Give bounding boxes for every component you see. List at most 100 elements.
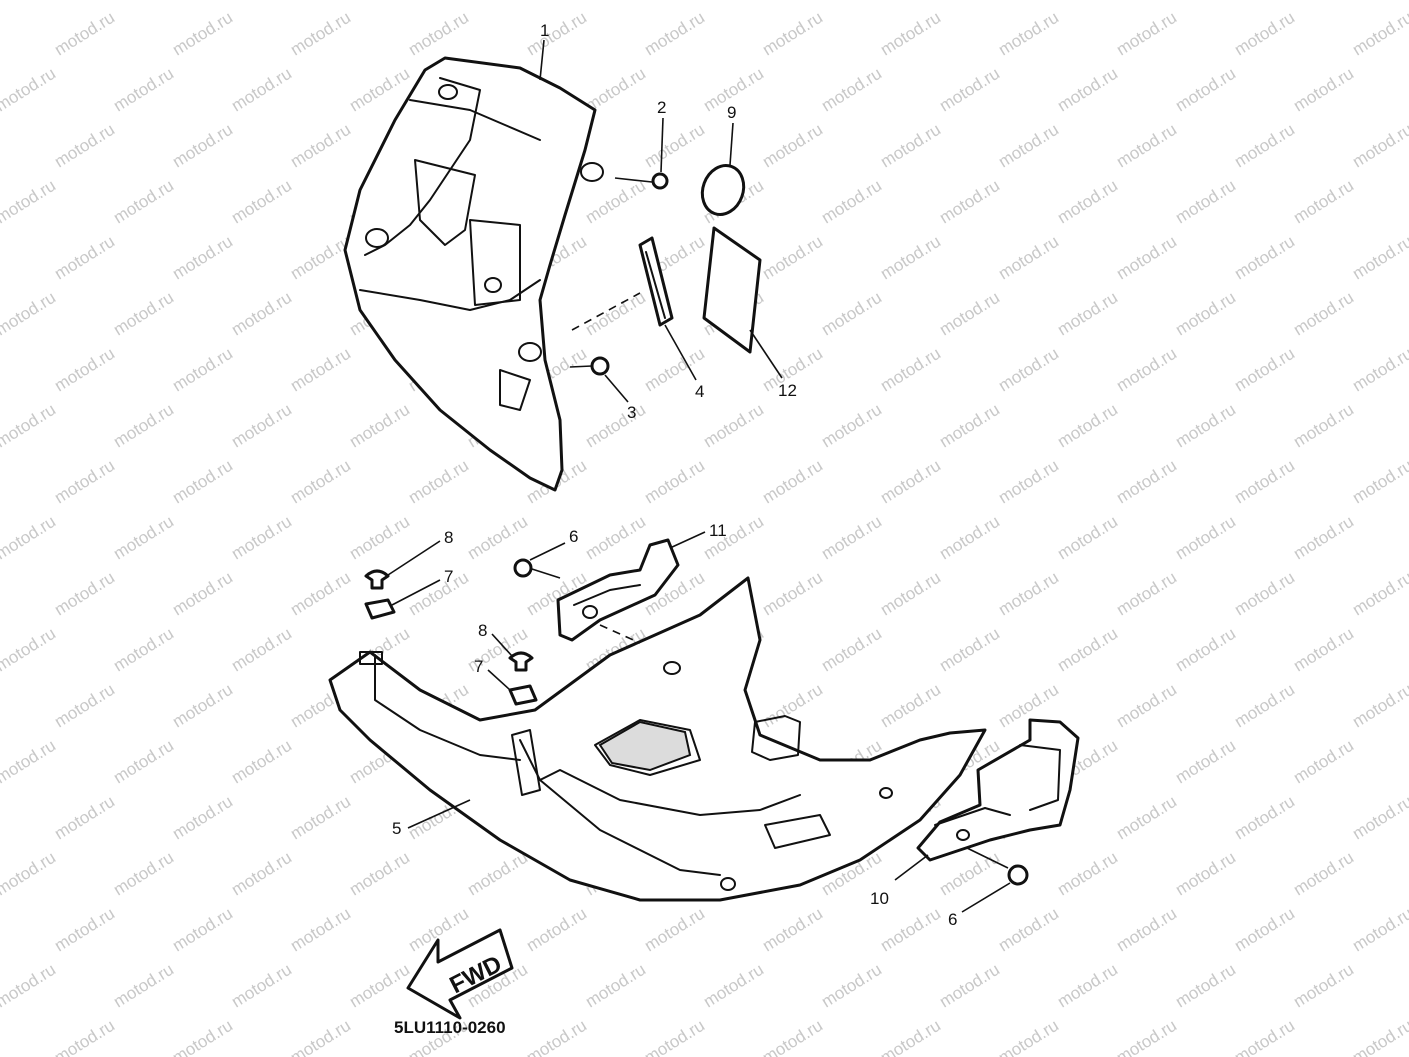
watermark-text: motod.ru [0,512,59,564]
watermark-text: motod.ru [877,904,944,956]
watermark-text: motod.ru [1231,568,1298,620]
watermark-text: motod.ru [51,1016,118,1057]
watermark-text: motod.ru [936,176,1003,228]
watermark-text: motod.ru [0,64,59,116]
part-3-screw [569,356,629,403]
watermark-text: motod.ru [1113,904,1180,956]
watermark-text: motod.ru [641,904,708,956]
watermark-text: motod.ru [1349,232,1409,284]
watermark-text: motod.ru [1054,960,1121,1012]
watermark-text: motod.ru [346,512,413,564]
callout-7-center: 7 [474,657,483,676]
part-2-screw [614,117,669,190]
watermark-text: motod.ru [346,960,413,1012]
callout-2: 2 [657,98,666,117]
watermark-text: motod.ru [1349,568,1409,620]
watermark-text: motod.ru [1172,736,1239,788]
watermark-text: motod.ru [1349,456,1409,508]
watermark-text: motod.ru [995,120,1062,172]
watermark-text: motod.ru [700,0,767,3]
watermark-text: motod.ru [287,8,354,60]
watermark-text: motod.ru [1113,456,1180,508]
part-10-bracket [894,718,1080,881]
watermark-text: motod.ru [995,904,1062,956]
watermark-text: motod.ru [1113,344,1180,396]
watermark-text: motod.ru [818,64,885,116]
watermark-text: motod.ru [1349,344,1409,396]
watermark-text: motod.ru [995,344,1062,396]
watermark-text: motod.ru [228,624,295,676]
watermark-text: motod.ru [1349,680,1409,732]
watermark-text: motod.ru [1231,456,1298,508]
callout-8-left: 8 [444,528,453,547]
watermark-text: motod.ru [228,176,295,228]
watermark-text: motod.ru [51,568,118,620]
watermark-text: motod.ru [1172,64,1239,116]
watermark-text: motod.ru [110,176,177,228]
watermark-text: motod.ru [1231,904,1298,956]
watermark-text: motod.ru [1290,0,1357,3]
watermark-text: motod.ru [1231,792,1298,844]
watermark-text: motod.ru [169,344,236,396]
watermark-text: motod.ru [523,904,590,956]
watermark-text: motod.ru [228,512,295,564]
watermark-text: motod.ru [110,960,177,1012]
watermark-text: motod.ru [1113,1016,1180,1057]
watermark-text: motod.ru [1290,960,1357,1012]
callout-6-upper: 6 [569,527,578,546]
watermark-text: motod.ru [877,344,944,396]
watermark-text: motod.ru [346,0,413,3]
watermark-text: motod.ru [1349,904,1409,956]
part-8-7-fastener-left [364,540,441,620]
watermark-text: motod.ru [1172,0,1239,3]
watermark-text: motod.ru [1290,64,1357,116]
watermark-text: motod.ru [0,400,59,452]
callout-6-lower: 6 [948,910,957,929]
watermark-text: motod.ru [1054,288,1121,340]
watermark-text: motod.ru [169,232,236,284]
watermark-text: motod.ru [877,232,944,284]
watermark-text: motod.ru [228,64,295,116]
watermark-text: motod.ru [228,960,295,1012]
watermark-text: motod.ru [818,624,885,676]
part-11-bracket [556,531,706,644]
watermark-text: motod.ru [51,232,118,284]
watermark-text: motod.ru [110,848,177,900]
watermark-text: motod.ru [877,1016,944,1057]
watermark-text: motod.ru [1172,400,1239,452]
part-6-screw-lower [961,847,1029,913]
part-5-footboard [328,576,987,902]
watermark-text: motod.ru [1054,400,1121,452]
watermark-text: motod.ru [818,176,885,228]
watermark-text: motod.ru [169,1016,236,1057]
watermark-text: motod.ru [169,120,236,172]
watermark-text: motod.ru [464,848,531,900]
part-6-screw-upper [513,542,566,579]
watermark-text: motod.ru [228,400,295,452]
watermark-text: motod.ru [1054,624,1121,676]
watermark-text: motod.ru [1231,344,1298,396]
callout-7-left: 7 [444,567,453,586]
callout-9: 9 [727,103,736,122]
watermark-text: motod.ru [936,960,1003,1012]
watermark-text: motod.ru [169,904,236,956]
watermark-text: motod.ru [818,288,885,340]
watermark-text: motod.ru [1349,120,1409,172]
callout-4: 4 [695,382,704,401]
watermark-text: motod.ru [1231,8,1298,60]
watermark-text: motod.ru [228,0,295,3]
watermark-text: motod.ru [287,456,354,508]
watermark-text: motod.ru [405,8,472,60]
watermark-text: motod.ru [110,624,177,676]
watermark-text: motod.ru [287,568,354,620]
watermark-text: motod.ru [0,0,59,3]
watermark-text: motod.ru [110,0,177,3]
watermark-text: motod.ru [1172,960,1239,1012]
watermark-text: motod.ru [51,680,118,732]
watermark-text: motod.ru [287,232,354,284]
watermark-text: motod.ru [582,960,649,1012]
watermark-text: motod.ru [759,232,826,284]
watermark-text: motod.ru [1054,0,1121,3]
watermark-text: motod.ru [1290,288,1357,340]
watermark-text: motod.ru [582,0,649,3]
